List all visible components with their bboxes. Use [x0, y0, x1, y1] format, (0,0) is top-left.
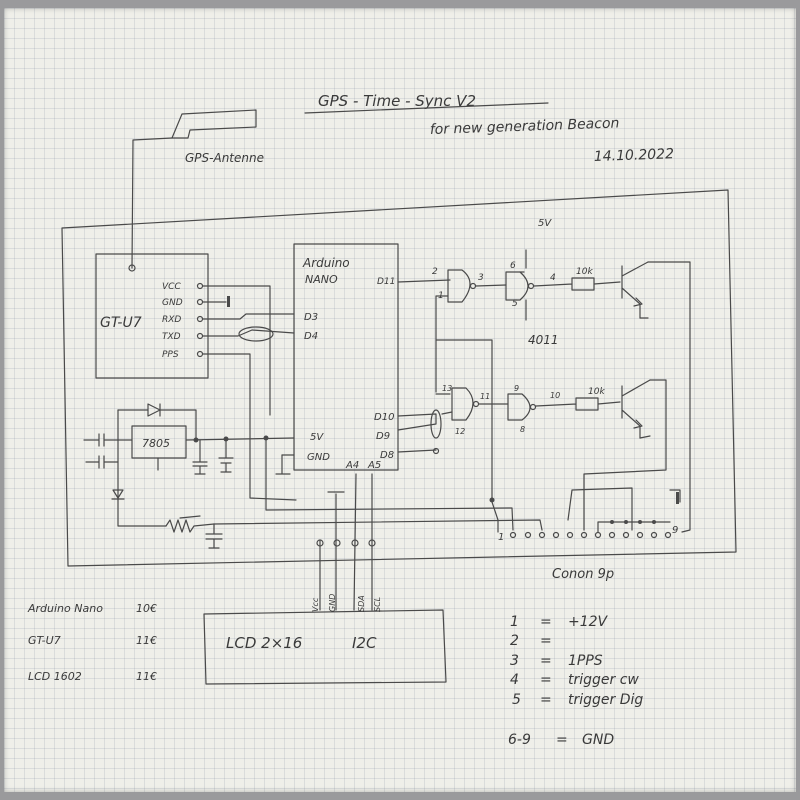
resistor-2-label: 10k [588, 387, 605, 397]
arduino-pin-gnd: GND [307, 452, 330, 463]
logic-ic-label: 4011 [528, 333, 559, 347]
legend-pin-5: 5 [512, 692, 521, 708]
resistor-1-label: 10k [576, 267, 593, 277]
diagram-date: 14.10.2022 [594, 146, 675, 165]
part-item-1: Arduino Nano [27, 602, 103, 615]
regulator-label: 7805 [142, 437, 170, 450]
gate-pin-2: 2 [432, 267, 438, 277]
pin-legend: 1 = +12V 2 = 3 = 1PPS 4 = trigger cw 5 =… [508, 614, 643, 748]
arduino-pin-d11: D11 [377, 277, 395, 287]
legend-pin-4: 4 [510, 672, 519, 688]
lcd-label-main: LCD 2×16 [226, 634, 302, 652]
gate-pin-4: 4 [550, 273, 556, 283]
legend-desc-4: trigger cw [568, 672, 639, 688]
gps-pin-pps: PPS [162, 350, 179, 360]
lcd-pin-sda: SDA [357, 595, 366, 612]
gate-pin-1: 1 [438, 291, 444, 301]
arduino-pin-5v: 5V [310, 432, 324, 443]
logic-section [397, 249, 691, 533]
gps-module-name: GT-U7 [100, 315, 142, 331]
lcd-wires [316, 473, 376, 611]
gate-pin-11: 11 [480, 392, 490, 401]
gate-pin-6: 6 [510, 261, 516, 271]
arduino-box [293, 243, 399, 471]
part-price-3: 11€ [136, 670, 157, 683]
gps-arduino-wires [202, 285, 297, 501]
gate-pin-3: 3 [478, 273, 484, 283]
legend-desc-5: trigger Dig [568, 692, 643, 708]
lcd-box [203, 609, 447, 685]
gps-pin-vcc: VCC [162, 282, 181, 292]
gps-pin-rxd: RXD [162, 315, 181, 325]
connector-pin-first: 1 [498, 532, 504, 543]
regulator-box [131, 425, 187, 459]
connector-label: Conon 9p [552, 567, 614, 582]
legend-desc-6: GND [582, 732, 614, 748]
legend-eq-5: = [540, 692, 552, 708]
enclosure-outline [61, 189, 737, 567]
arduino-pin-d4: D4 [304, 331, 318, 342]
gate-pin-8: 8 [520, 425, 525, 434]
logic-supply-label: 5V [538, 218, 552, 229]
paper-sheet [4, 8, 796, 792]
part-item-3: LCD 1602 [28, 670, 82, 683]
lcd-pin-scl: SCL [373, 597, 382, 612]
lcd-label-bus: I2C [352, 634, 377, 652]
diagram-title: GPS - Time - Sync V2 [318, 92, 476, 110]
legend-eq-1: = [540, 614, 552, 630]
antenna-label: GPS-Antenne [185, 151, 264, 165]
gate-pin-10: 10 [550, 391, 560, 400]
legend-pin-6: 6-9 [508, 732, 531, 748]
gps-pin-labels: VCC GND RXD TXD PPS [162, 282, 183, 360]
arduino-pin-a4: A4 [345, 460, 359, 471]
gps-module-box [95, 253, 209, 379]
part-price-2: 11€ [136, 634, 157, 647]
legend-pin-1: 1 [510, 614, 519, 630]
lcd-pin-vcc: Vcc [311, 597, 320, 612]
connector-pin-last: 9 [672, 525, 678, 536]
arduino-pin-d10: D10 [374, 412, 394, 423]
part-item-2: GT-U7 [28, 634, 61, 647]
legend-eq-2: = [540, 633, 552, 649]
arduino-pin-d8: D8 [380, 450, 394, 461]
gps-pin-circles [196, 282, 204, 358]
gate-pin-9: 9 [514, 384, 519, 393]
gps-pin-txd: TXD [162, 332, 181, 342]
legend-eq-3: = [540, 653, 552, 669]
gate-pin-13: 13 [442, 384, 452, 393]
gps-pin-gnd: GND [162, 298, 183, 308]
power-section [83, 403, 543, 549]
gate-pin-12: 12 [455, 427, 465, 436]
connector-9p [509, 520, 672, 539]
title-underline [304, 102, 549, 114]
arduino-pin-d9: D9 [376, 431, 390, 442]
legend-desc-1: +12V [568, 614, 609, 630]
diagram-subtitle: for new generation Beacon [430, 115, 620, 138]
gps-antenna [128, 109, 257, 272]
parts-list: Arduino Nano 10€ GT-U7 11€ LCD 1602 11€ [27, 602, 157, 683]
arduino-pin-d3: D3 [304, 312, 318, 323]
gate-pin-5: 5 [512, 299, 518, 309]
legend-eq-6: = [556, 732, 568, 748]
legend-pin-2: 2 [510, 633, 519, 649]
legend-eq-4: = [540, 672, 552, 688]
legend-pin-3: 3 [510, 653, 519, 669]
arduino-pin-a5: A5 [367, 460, 381, 471]
legend-desc-3: 1PPS [568, 653, 603, 669]
part-price-1: 10€ [136, 602, 157, 615]
lcd-pin-gnd: GND [328, 594, 337, 612]
arduino-name-2: NANO [305, 273, 338, 286]
arduino-name-1: Arduino [302, 256, 350, 270]
